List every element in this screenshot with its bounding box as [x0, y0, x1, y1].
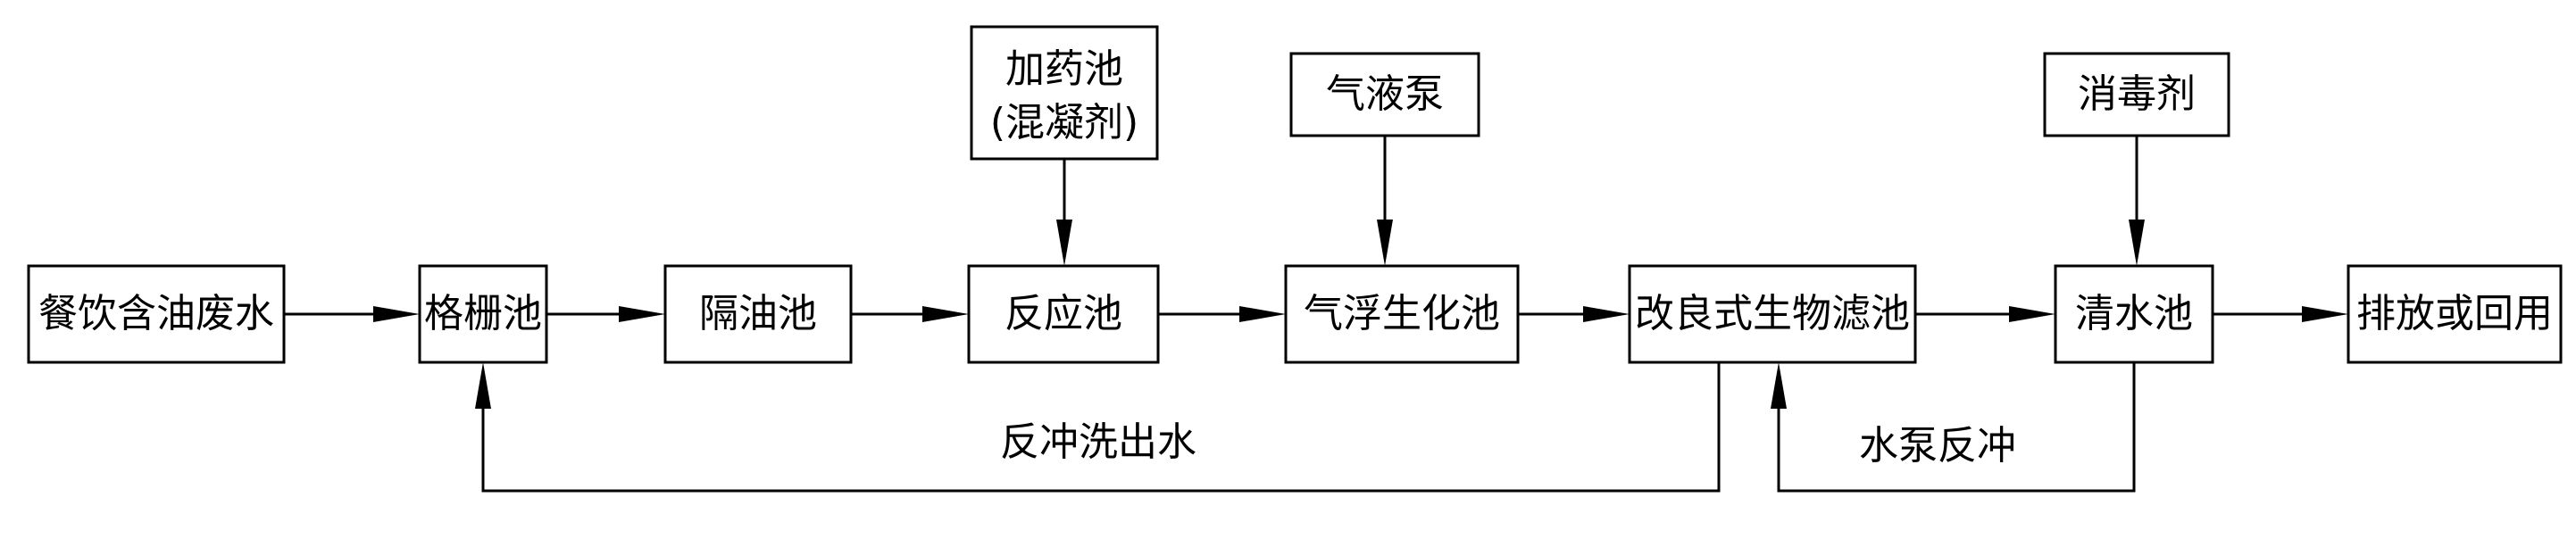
node-disinfectant: 消毒剂 [2043, 52, 2230, 137]
node-disinfectant-label: 消毒剂 [2078, 71, 2196, 117]
node-flotation-bio-tank-label: 气浮生化池 [1304, 291, 1500, 336]
edge-clear-water-to-discharge [2213, 306, 2348, 322]
node-oil-separator: 隔油池 [663, 264, 853, 364]
node-screen-tank: 格栅池 [418, 264, 548, 364]
node-discharge-reuse-label: 排放或回用 [2356, 291, 2553, 336]
node-dosing-tank-label-1: 加药池 [1005, 46, 1123, 92]
node-flotation-bio-tank: 气浮生化池 [1284, 264, 1520, 364]
edge-pump-to-flotation [1377, 136, 1393, 266]
node-wastewater-label: 餐饮含油废水 [38, 291, 274, 336]
node-bio-filter-label: 改良式生物滤池 [1635, 291, 1910, 336]
node-clear-water-tank: 清水池 [2054, 264, 2214, 364]
node-gas-liquid-pump-label: 气液泵 [1326, 71, 1444, 117]
node-reaction-tank: 反应池 [967, 264, 1160, 364]
edge-dosing-to-reaction [1056, 159, 1072, 266]
edge-bio-filter-to-clear-water [1915, 306, 2055, 322]
node-wastewater: 餐饮含油废水 [27, 264, 286, 364]
node-clear-water-tank-label: 清水池 [2075, 291, 2193, 336]
edge-reaction-to-flotation [1158, 306, 1286, 322]
node-screen-tank-label: 格栅池 [424, 291, 542, 336]
edge-pump-backwash [1771, 362, 2136, 493]
node-discharge-reuse: 排放或回用 [2347, 264, 2563, 364]
edge-wastewater-to-screen [284, 306, 420, 322]
label-pump-backwash: 水泵反冲 [1859, 423, 2016, 469]
edge-oil-separator-to-reaction [851, 306, 969, 322]
edge-flotation-to-bio-filter [1518, 306, 1630, 322]
node-oil-separator-label: 隔油池 [699, 291, 817, 336]
edge-screen-to-oil-separator [546, 306, 665, 322]
label-backwash-outflow: 反冲洗出水 [1000, 419, 1196, 465]
edge-disinfectant-to-clear-water [2129, 136, 2145, 266]
node-dosing-tank: 加药池 (混凝剂) [970, 25, 1159, 161]
node-gas-liquid-pump: 气液泵 [1289, 52, 1480, 137]
node-dosing-tank-label-2: (混凝剂) [990, 100, 1138, 145]
node-reaction-tank-label: 反应池 [1005, 291, 1122, 336]
edge-backwash-return [475, 362, 1721, 493]
node-bio-filter: 改良式生物滤池 [1628, 264, 1917, 364]
